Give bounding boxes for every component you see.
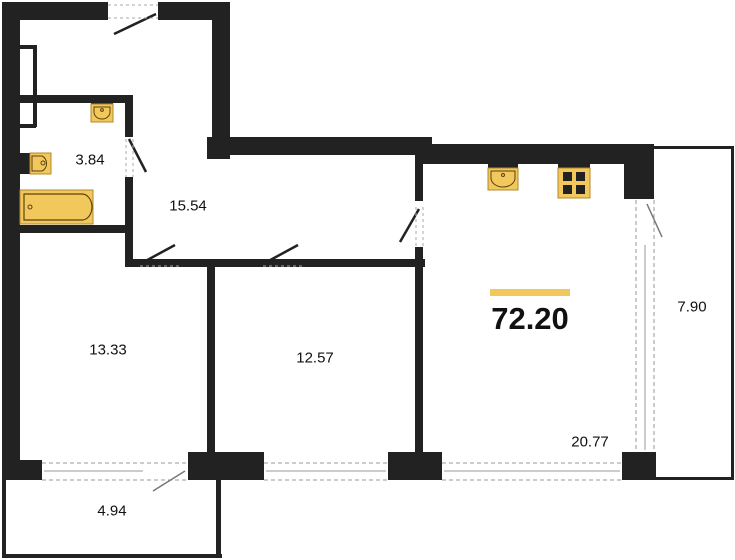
stove-icon [557, 164, 591, 199]
kitchen-sink-icon [487, 164, 519, 191]
windows [42, 200, 655, 481]
bathroom-sink-icon [90, 100, 114, 123]
room-area-balcony-right: 7.90 [677, 298, 707, 316]
room-area-hallway: 15.54 [169, 197, 207, 215]
room-area-bedroom-left: 13.33 [89, 341, 127, 359]
room-area-bedroom-middle: 12.57 [296, 349, 334, 367]
total-area-accent-bar [490, 289, 570, 296]
toilet-icon [20, 152, 52, 175]
room-area-kitchen-living: 20.77 [571, 433, 609, 451]
room-area-balcony-bottom: 4.94 [97, 502, 127, 520]
fixtures [19, 100, 591, 225]
bathtub-icon [19, 189, 94, 225]
doors [113, 12, 663, 492]
room-area-bathroom: 3.84 [75, 151, 105, 169]
door-openings [108, 4, 424, 267]
total-area-label: 72.20 [491, 301, 569, 336]
